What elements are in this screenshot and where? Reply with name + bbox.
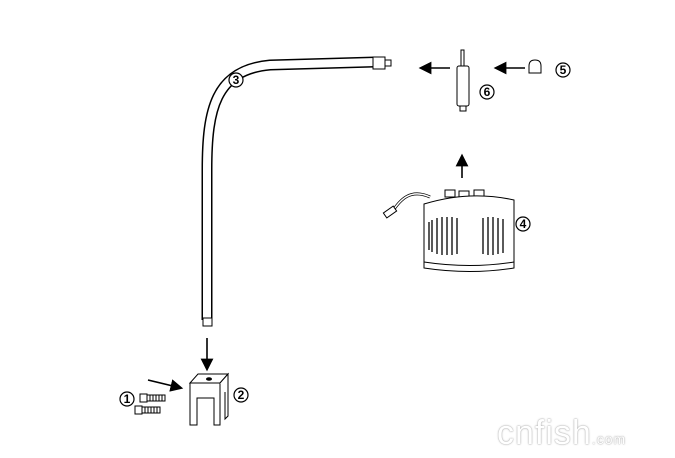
gooseneck-arm: [201, 56, 392, 327]
lamp-housing: [382, 189, 515, 272]
watermark-main: cnfish: [497, 414, 592, 452]
connector-rod: [456, 49, 470, 112]
screws: [134, 393, 166, 415]
watermark: cnfish.com: [497, 414, 626, 453]
watermark-suffix: .com: [591, 431, 627, 447]
callout-2-circle: [233, 387, 249, 403]
callout-1-circle: [119, 391, 135, 407]
callout-4: 4: [520, 217, 527, 231]
callout-3-circle: [228, 72, 244, 88]
callout-2: 2: [238, 388, 245, 402]
bracket: [188, 372, 230, 426]
callout-3: 3: [233, 73, 240, 87]
callout-4-circle: [515, 216, 531, 232]
cap-nut: [528, 59, 542, 74]
callout-6: 6: [484, 85, 491, 99]
arrow-right-icon: [147, 379, 184, 392]
callout-1: 1: [124, 392, 131, 406]
callout-5-circle: [555, 62, 571, 78]
callout-5: 5: [560, 63, 567, 77]
callout-6-circle: [479, 84, 495, 100]
